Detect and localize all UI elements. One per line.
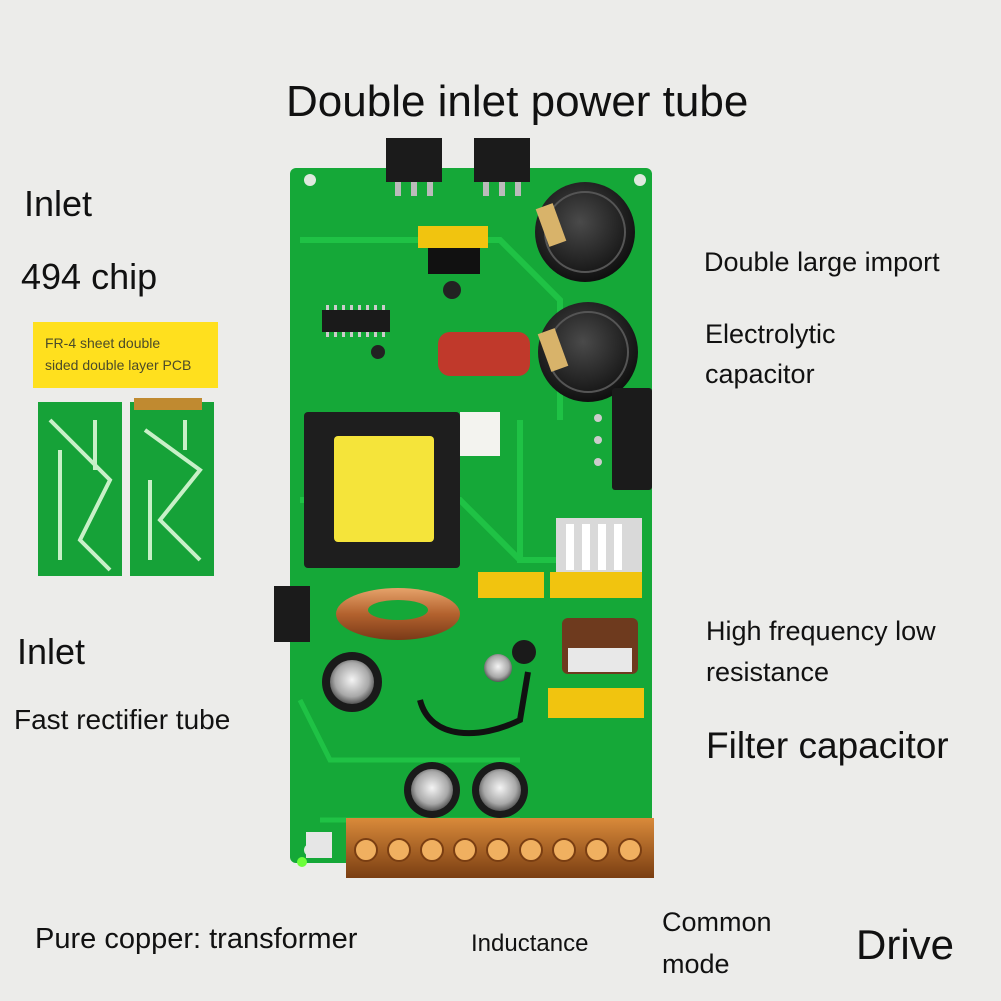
- inductance-label: Inductance: [471, 930, 589, 957]
- copper-transformer-label: Pure copper: transformer: [35, 923, 358, 955]
- pcb-material-badge: FR-4 sheet double sided double layer PCB: [33, 322, 218, 388]
- common-mode-choke: [562, 618, 638, 674]
- title-label: Double inlet power tube: [286, 77, 749, 126]
- small-capacitor: [484, 654, 512, 682]
- jumper-wire: [417, 671, 531, 737]
- filter-capacitor-box: [550, 572, 642, 598]
- main-transformer: [304, 412, 500, 568]
- inlet-bottom-label: Inlet: [17, 631, 86, 672]
- indicator-led: [297, 857, 307, 867]
- red-film-capacitor: [438, 332, 530, 376]
- rectifier-label: Fast rectifier tube: [14, 704, 231, 735]
- fast-rectifier-tube: [274, 586, 310, 642]
- drive-label: Drive: [856, 921, 955, 968]
- import-label: Double large import: [704, 247, 940, 277]
- terminal-block: [346, 818, 654, 878]
- small-capacitor: [371, 345, 385, 359]
- small-capacitor: [443, 281, 461, 299]
- filter-capacitor-label: Filter capacitor: [706, 725, 949, 766]
- output-capacitor-left: [322, 652, 382, 712]
- badge-line-2: sided double layer PCB: [45, 357, 192, 373]
- filter-capacitor-box: [478, 572, 544, 598]
- input-connector: [594, 388, 652, 490]
- electrolytic-label-line-2: capacitor: [705, 359, 815, 389]
- filter-capacitor-box: [548, 688, 644, 718]
- electrolytic-label-line-1: Electrolytic: [705, 319, 836, 349]
- small-transformer: [418, 226, 488, 274]
- high-frequency-label-line-1: High frequency low: [706, 616, 936, 646]
- small-connector: [306, 832, 332, 858]
- inlet-top-label: Inlet: [24, 183, 93, 224]
- large-electrolytic-capacitor-bottom: [537, 302, 638, 402]
- pcb-inset-photo: [38, 398, 214, 576]
- toroid-inductor: [336, 588, 460, 640]
- high-frequency-label-line-2: resistance: [706, 657, 830, 687]
- common-mode-label-line-2: mode: [662, 949, 730, 979]
- small-capacitor: [512, 640, 536, 664]
- badge-line-1: FR-4 sheet double: [45, 335, 161, 351]
- output-capacitor-right: [472, 762, 528, 818]
- common-mode-label-line-1: Common: [662, 907, 772, 937]
- control-chip-494: [322, 305, 390, 337]
- output-capacitor-mid: [404, 762, 460, 818]
- chip-label: 494 chip: [21, 256, 158, 297]
- power-tube-left: [386, 138, 442, 196]
- heat-sink: [556, 518, 642, 574]
- power-tube-right: [474, 138, 530, 196]
- large-electrolytic-capacitor-top: [535, 182, 635, 282]
